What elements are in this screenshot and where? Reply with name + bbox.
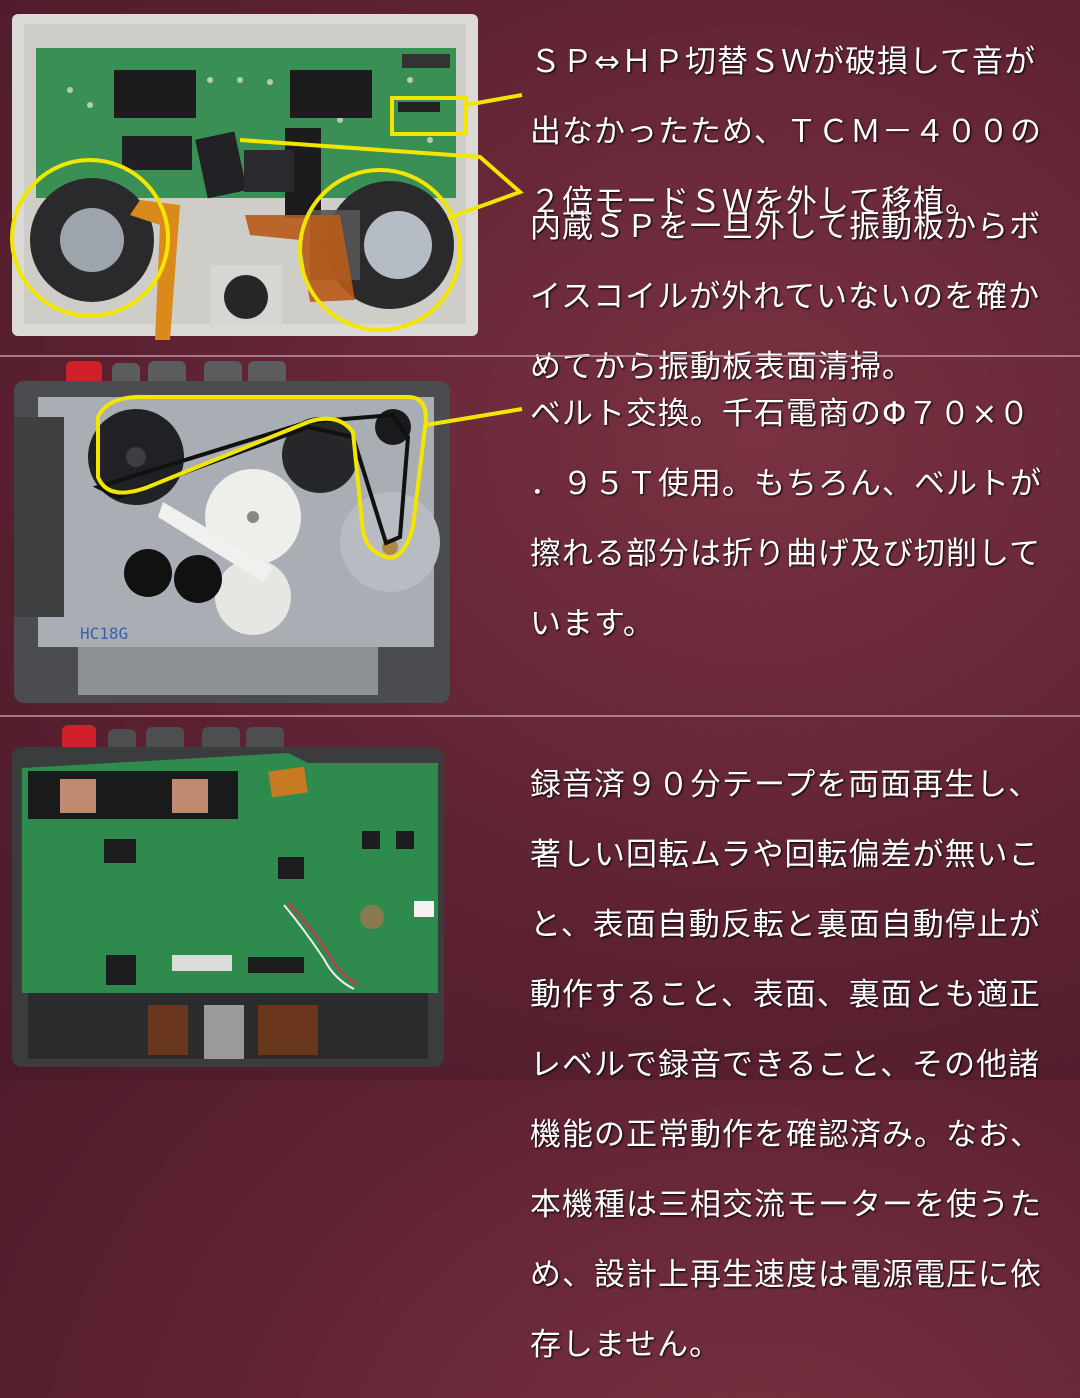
caption-line: と、表面自動反転と裏面自動停止が xyxy=(530,907,1041,943)
caption-line: 機能の正常動作を確認済み。なお、 xyxy=(530,1117,1042,1153)
label-hc18g: HC18G xyxy=(80,624,128,643)
photo-cassette-mechanism: HC18G xyxy=(8,357,456,707)
caption-line: ＳＰ⇔ＨＰ切替ＳＷが破損して音が xyxy=(530,44,1037,80)
caption-line: め、設計上再生速度は電源電圧に依 xyxy=(530,1257,1042,1293)
caption-line: います。 xyxy=(530,606,655,642)
caption-line: 擦れる部分は折り曲げ及び切削して xyxy=(530,536,1042,572)
panel-speaker-pcb: ＳＰ⇔ＨＰ切替ＳＷが破損して音が 出なかったため、ＴＣＭ－４００の ２倍モードＳ… xyxy=(0,0,1080,385)
caption-speaker-cleaning: 内蔵ＳＰを一旦外して振動板からボ イスコイルが外れていないのを確か めてから振動… xyxy=(530,175,1075,420)
buzzer-speaker xyxy=(224,275,268,319)
caption-line: 著しい回転ムラや回転偏差が無いこ xyxy=(530,837,1041,873)
felt-pad xyxy=(114,70,196,118)
switch-highlight-box xyxy=(390,96,468,136)
caption-line: ベルト交換。千石電商のΦ７０×０ xyxy=(530,396,1031,432)
panel-divider xyxy=(0,715,1080,717)
caption-line: 動作すること、表面、裏面とも適正 xyxy=(530,977,1041,1013)
caption-line: 録音済９０分テープを両面再生し、 xyxy=(530,767,1041,803)
panel-cassette-mechanism: HC18G ベルト交換。千石電商のΦ７０×０ ．９５Ｔ使用。もちろん、ベルトが … xyxy=(0,357,1080,715)
caption-line: 存しません。 xyxy=(530,1327,722,1363)
caption-line: イスコイルが外れていないのを確か xyxy=(530,279,1041,315)
callout-lines xyxy=(425,407,523,427)
photo-main-pcb xyxy=(8,723,448,1073)
panel-divider xyxy=(0,355,1080,357)
panel-main-pcb: 録音済９０分テープを両面再生し、 著しい回転ムラや回転偏差が無いこ と、表面自動… xyxy=(0,717,1080,1363)
callout-lines xyxy=(239,93,524,220)
caption-line: ．９５Ｔ使用。もちろん、ベルトが xyxy=(530,466,1042,502)
felt-pad xyxy=(290,70,372,118)
red-button xyxy=(66,361,102,387)
caption-line: 本機種は三相交流モーターを使うた xyxy=(530,1187,1042,1223)
photo-speaker-pcb xyxy=(10,10,480,340)
caption-belt-replacement: ベルト交換。千石電商のΦ７０×０ ．９５Ｔ使用。もちろん、ベルトが 擦れる部分は… xyxy=(530,362,1075,677)
caption-switch-transplant: ＳＰ⇔ＨＰ切替ＳＷが破損して音が 出なかったため、ＴＣＭ－４００の ２倍モードＳ… xyxy=(530,10,1075,255)
caption-line: 出なかったため、ＴＣＭ－４００の xyxy=(530,114,1042,150)
belt-highlight xyxy=(96,394,429,560)
caption-line: レベルで録音できること、その他諸 xyxy=(530,1047,1041,1083)
caption-test-results: 録音済９０分テープを両面再生し、 著しい回転ムラや回転偏差が無いこ と、表面自動… xyxy=(530,733,1075,1398)
red-button xyxy=(62,725,96,751)
takeup-reel xyxy=(282,417,358,493)
caption-line: ２倍モードＳＷを外して移植。 xyxy=(530,184,978,220)
caption-line: 内蔵ＳＰを一旦外して振動板からボ xyxy=(530,209,1042,245)
